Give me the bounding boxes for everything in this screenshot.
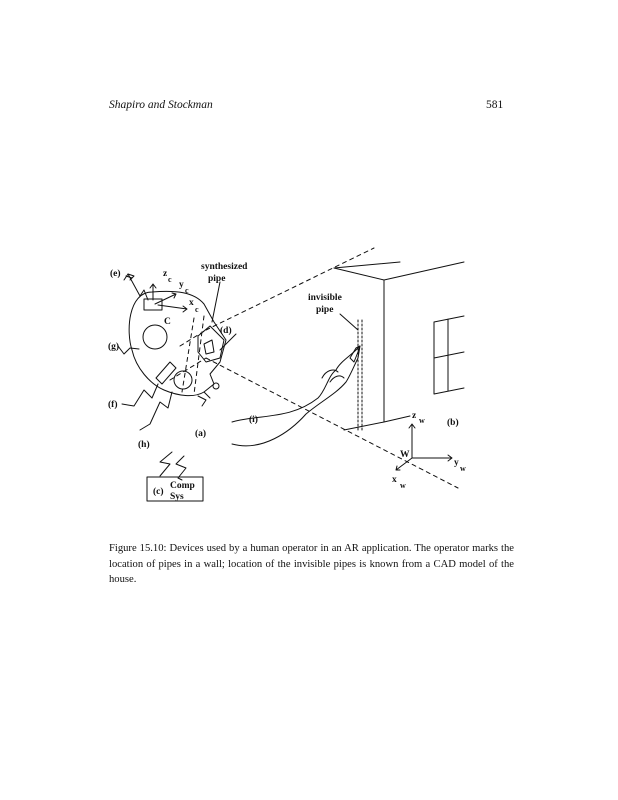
label-g: (g)	[108, 341, 119, 352]
label-h: (h)	[138, 439, 150, 450]
invisible-pipe	[358, 320, 362, 432]
worn-device	[156, 362, 176, 384]
world-z-label: z	[412, 411, 417, 421]
operator-arm	[232, 346, 360, 446]
invisible-pipe-label-line2: pipe	[316, 305, 333, 315]
synthesized-pipe-label-line2: pipe	[208, 274, 225, 284]
camera-x-sub: c	[195, 305, 199, 314]
synthesized-pipe-label-line1: synthesized	[201, 262, 248, 272]
microphone-circle	[213, 383, 219, 389]
label-a: (a)	[195, 428, 206, 439]
label-h-wire	[140, 392, 172, 430]
world-axis-z	[409, 424, 415, 458]
label-f: (f)	[108, 399, 118, 410]
house-wall	[334, 262, 464, 430]
wireless-link-left	[160, 452, 172, 476]
invisible-pipe-label-line1: invisible	[308, 293, 342, 303]
world-x-sub: w	[400, 481, 406, 490]
caption-label: Figure 15.10:	[109, 543, 166, 554]
world-origin-label: W	[400, 450, 410, 460]
figure-caption: Figure 15.10: Devices used by a human op…	[109, 541, 514, 588]
label-c: (c)	[153, 486, 164, 497]
label-d: (d)	[220, 325, 232, 336]
camera-x-label: x	[189, 298, 194, 308]
camera-y-sub: c	[185, 286, 189, 295]
world-x-label: x	[392, 475, 397, 485]
synth-pipe-pointer	[212, 282, 220, 322]
label-b: (b)	[447, 417, 459, 428]
caption-text: Devices used by a human operator in an A…	[109, 543, 514, 585]
computer-box-label-line2: Sys	[170, 492, 184, 502]
camera-z-sub: c	[168, 275, 172, 284]
world-y-sub: w	[460, 464, 466, 473]
label-e-wire	[124, 274, 148, 300]
world-y-label: y	[454, 458, 459, 468]
computer-box-label-line1: Comp	[170, 481, 195, 491]
label-e: (e)	[110, 268, 121, 279]
camera-origin-label: C	[164, 317, 171, 327]
window-frame	[434, 316, 464, 394]
operator-hand	[322, 370, 344, 382]
label-i: (i)	[249, 414, 258, 425]
invisible-pipe-pointer	[340, 314, 358, 330]
head-ear-circle	[174, 371, 192, 389]
label-d-pointer	[220, 334, 236, 350]
camera-y-label: y	[179, 280, 184, 290]
world-axis-y	[412, 455, 452, 461]
head-tracker-circle	[143, 325, 167, 349]
view-frustum	[170, 248, 458, 488]
label-f-wire	[122, 384, 158, 406]
world-z-sub: w	[419, 416, 425, 425]
camera-box	[144, 299, 162, 310]
wireless-link-right	[176, 456, 186, 480]
